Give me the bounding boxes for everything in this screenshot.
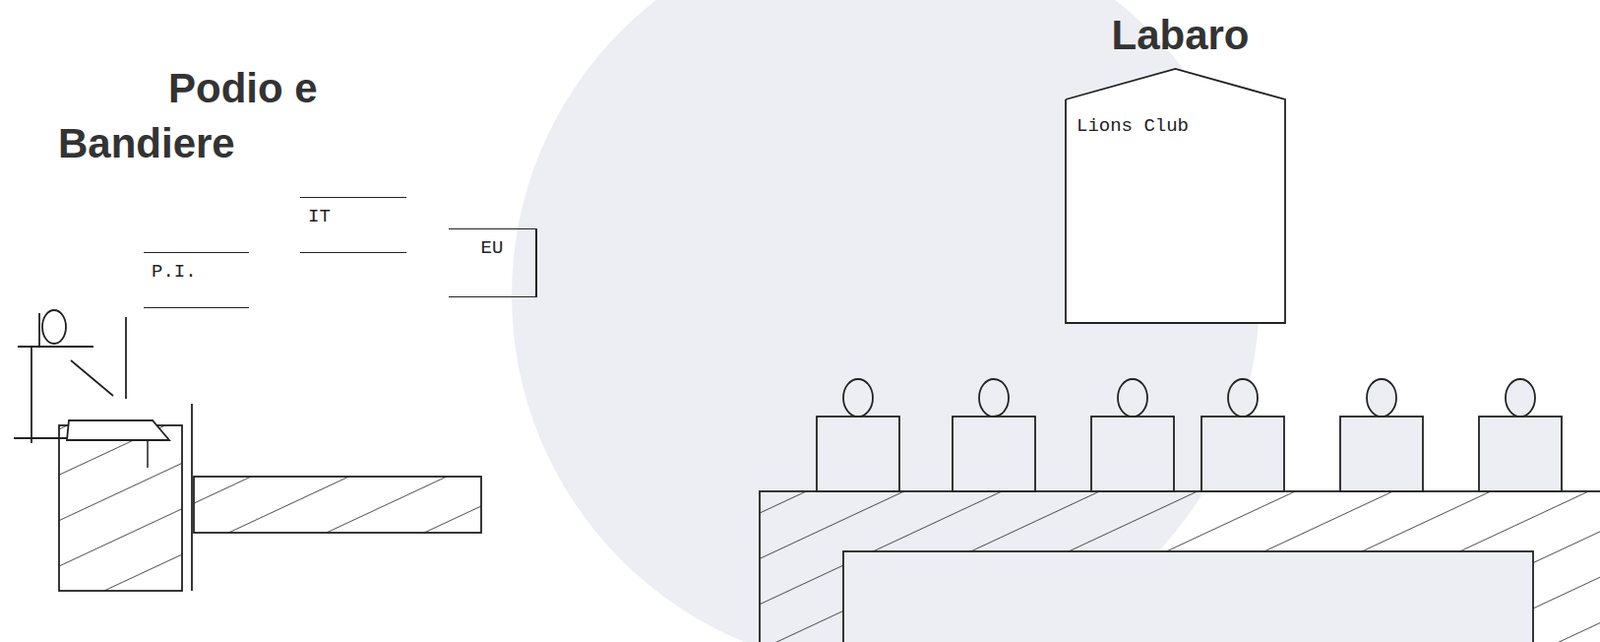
banner-text: Lions Club bbox=[1076, 115, 1189, 137]
chair bbox=[1091, 416, 1174, 492]
head-table bbox=[759, 491, 1600, 642]
head bbox=[1117, 378, 1148, 417]
flag: IT bbox=[300, 196, 407, 253]
banner-shape bbox=[1065, 68, 1286, 323]
podium bbox=[59, 403, 482, 591]
banner-labaro: LabaroLions Club bbox=[1064, 9, 1287, 324]
flag: P.I. bbox=[143, 251, 249, 308]
head bbox=[1505, 378, 1536, 417]
flag-label: P.I. bbox=[151, 260, 242, 283]
banner-heading: Labaro bbox=[1110, 11, 1249, 60]
flag-label: EU bbox=[456, 237, 528, 259]
head bbox=[1228, 378, 1258, 417]
seated-person bbox=[1340, 378, 1423, 492]
seated-person bbox=[952, 378, 1036, 492]
section-heading: Podio e Bandiere bbox=[58, 61, 383, 172]
chair bbox=[952, 416, 1036, 492]
seated-person bbox=[816, 378, 900, 492]
chair bbox=[1201, 416, 1285, 492]
seated-persons bbox=[816, 378, 1562, 492]
chair bbox=[1340, 416, 1423, 492]
head bbox=[843, 378, 873, 417]
flag: EU bbox=[448, 228, 538, 298]
seated-person bbox=[1201, 378, 1285, 492]
seated-person bbox=[1091, 378, 1174, 492]
seated-person bbox=[1478, 378, 1562, 492]
chair bbox=[1478, 416, 1562, 492]
head bbox=[979, 378, 1009, 417]
flag-label: IT bbox=[307, 205, 399, 228]
head bbox=[1366, 378, 1397, 417]
chair bbox=[816, 416, 900, 492]
